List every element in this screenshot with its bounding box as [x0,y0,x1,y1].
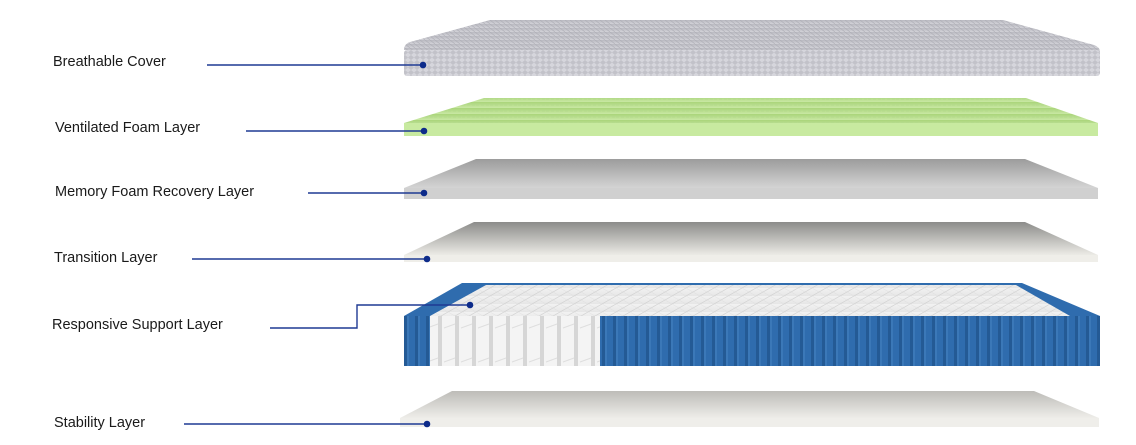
leader-lines [184,64,470,425]
leader-responsive-support [270,304,470,329]
label-breathable-cover: Breathable Cover [53,54,166,70]
dot-transition [423,255,431,263]
layer-breathable-cover [404,20,1100,76]
layer-ventilated-foam [404,98,1098,136]
dot-memory-foam-recovery [420,189,428,197]
label-memory-foam-recovery-layer: Memory Foam Recovery Layer [55,184,255,200]
layer-responsive-support [404,283,1100,366]
dot-ventilated-foam [420,127,428,135]
label-transition-layer: Transition Layer [54,250,158,266]
leader-dots [419,61,474,428]
dot-responsive-support [466,301,474,309]
label-responsive-support-layer: Responsive Support Layer [52,317,223,333]
dot-stability [423,420,431,428]
dot-breathable-cover [419,61,427,69]
layer-memory-foam-recovery [404,159,1098,199]
label-stability-layer: Stability Layer [54,415,146,431]
label-ventilated-foam-layer: Ventilated Foam Layer [55,120,201,136]
layer-transition [404,222,1098,262]
layer-stability [400,391,1099,427]
